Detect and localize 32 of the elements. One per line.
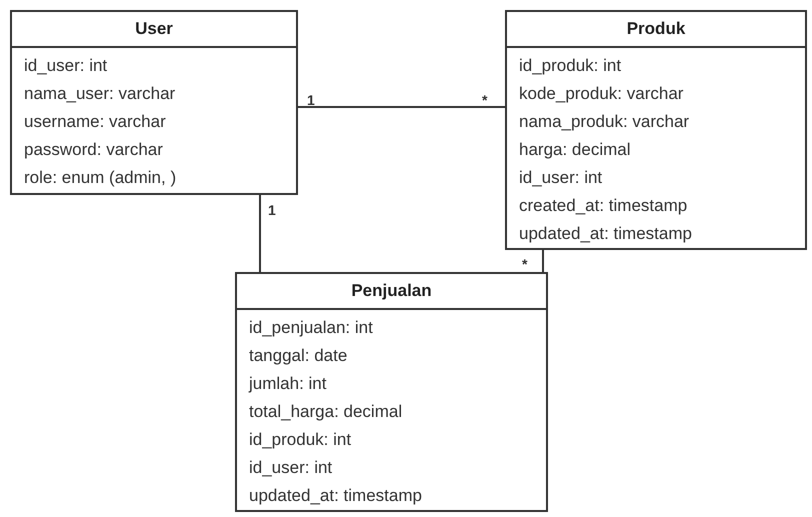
attribute-text: harga: decimal [519,139,632,161]
association-line [298,106,505,108]
attribute-text: id_produk: int [249,429,352,451]
association-line [542,250,544,272]
multiplicity-label: * [482,91,488,110]
multiplicity-label: 1 [307,91,315,110]
attribute-text: id_user: int [519,167,604,189]
attribute-text: nama_user: varchar [24,83,176,105]
attribute-text: tanggal: date [249,345,348,367]
attribute-text: id_produk: int [519,55,622,77]
attribute-text: jumlah: int [249,373,328,395]
multiplicity-label: 1 [268,201,276,220]
class-name: User [135,18,173,40]
attribute-text: username: varchar [24,111,167,133]
attribute-text: id_penjualan: int [249,317,374,339]
class-box [505,10,807,250]
attribute-text: updated_at: timestamp [519,223,693,245]
attribute-text: total_harga: decimal [249,401,404,423]
attribute-text: nama_produk: varchar [519,111,690,133]
class-name: Produk [626,18,686,40]
attribute-text: id_user: int [249,457,334,479]
attribute-text: kode_produk: varchar [519,83,684,105]
class-box [235,272,548,512]
attribute-text: updated_at: timestamp [249,485,423,507]
class-box [10,10,298,195]
attribute-text: password: varchar [24,139,164,161]
attribute-text: role: enum (admin, ) [24,167,178,189]
attribute-text: created_at: timestamp [519,195,688,217]
attribute-text: id_user: int [24,55,108,77]
association-line [259,195,261,272]
class-name: Penjualan [351,280,432,302]
multiplicity-label: * [522,255,528,274]
